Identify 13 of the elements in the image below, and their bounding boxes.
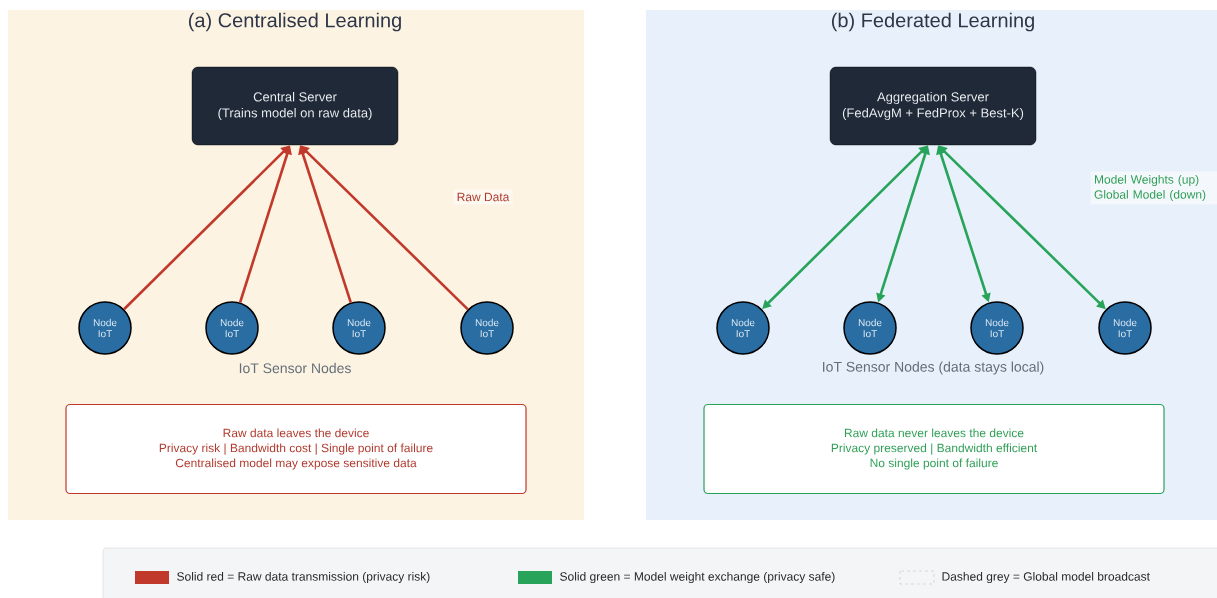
flow-label: Model Weights (up) Global Model (down) bbox=[1090, 171, 1217, 205]
arrow bbox=[123, 145, 290, 311]
flow-label: Raw Data bbox=[453, 189, 513, 205]
caption-text: IoT Sensor Nodes (data stays local) bbox=[823, 361, 1044, 375]
server-box: Aggregation Server (FedAvgM + FedProx + Best-K) bbox=[829, 66, 1037, 146]
info-box: Raw data leaves the device Privacy risk | Bandwidth cost | Single point of failure Centralised model may expose sensitive data bbox=[65, 403, 527, 495]
caption-text: IoT Sensor Nodes bbox=[239, 362, 351, 374]
server-box: Central Server (Trains model on raw data) bbox=[191, 66, 399, 146]
info-box: Raw data never leaves the device Privacy preserved | Bandwidth efficient No single point of failure bbox=[703, 403, 1165, 495]
legend-text: Solid green = Model weight exchange (privacy safe) bbox=[560, 571, 835, 584]
arrow bbox=[300, 145, 469, 311]
legend-text: Dashed grey = Global model broadcast bbox=[942, 571, 1150, 584]
legend-text: Solid red = Raw data transmission (privacy risk) bbox=[177, 571, 430, 584]
